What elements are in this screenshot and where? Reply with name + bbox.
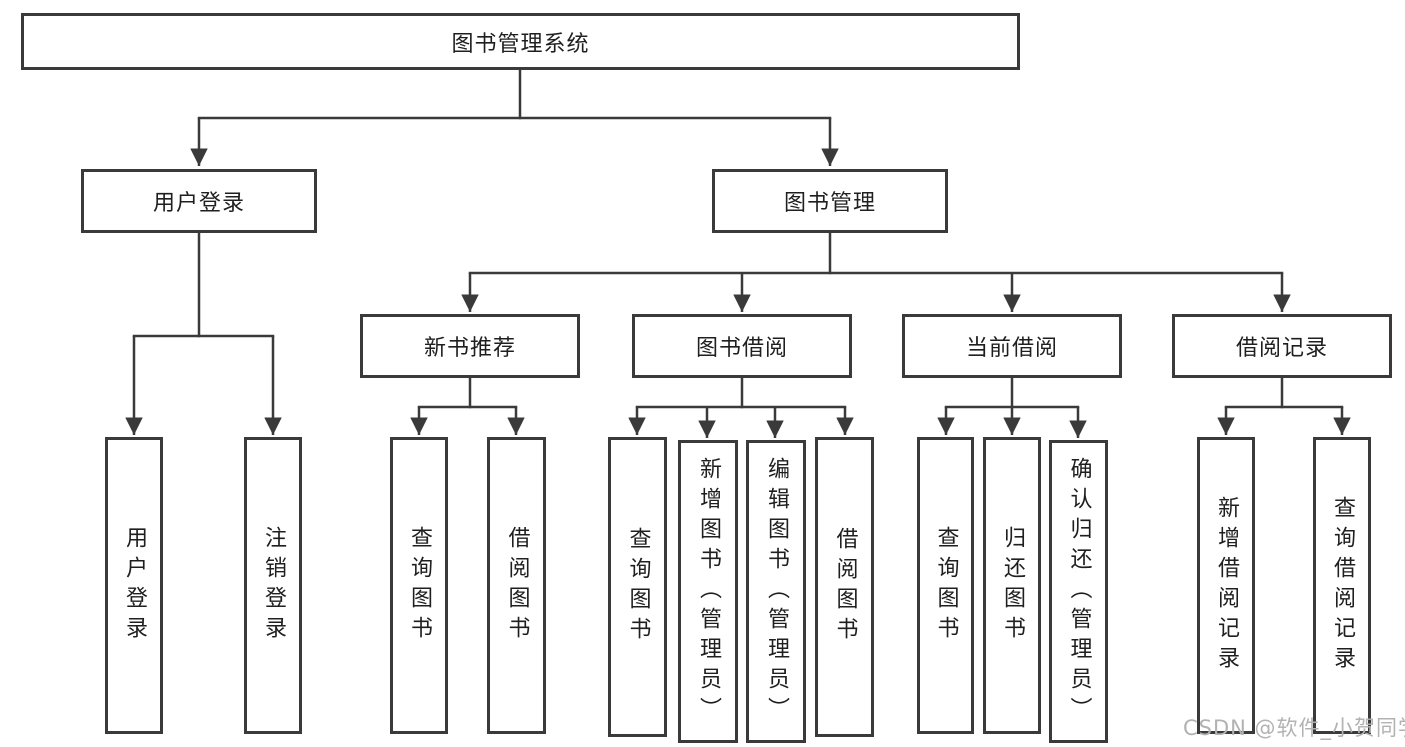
- node-current-borrowing: 当前借阅: [902, 314, 1122, 378]
- node-label: 注销登录: [261, 525, 286, 646]
- node-query-books-current: 查询图书: [917, 437, 974, 734]
- node-label: 当前借阅: [965, 336, 1058, 361]
- node-label: 查询图书: [933, 525, 959, 646]
- node-label: 图书管理系统: [451, 31, 590, 57]
- node-label: 借阅图书: [504, 525, 530, 646]
- node-label: 编辑图书（管理员）: [764, 456, 789, 727]
- node-add-borrow-record: 新增借阅记录: [1197, 437, 1255, 734]
- node-borrow-books-recommend: 借阅图书: [487, 437, 546, 734]
- node-label: 图书管理: [783, 191, 876, 216]
- node-label: 查询图书: [625, 527, 651, 647]
- node-label: 查询借阅记录: [1330, 495, 1355, 676]
- node-new-book-recommend: 新书推荐: [360, 314, 580, 378]
- node-user-login-leaf: 用户登录: [105, 437, 163, 734]
- node-label: 确认归还（管理员）: [1066, 456, 1092, 727]
- node-book-borrowing: 图书借阅: [632, 314, 852, 378]
- node-label: 新增图书（管理员）: [696, 456, 721, 727]
- node-label: 新书推荐: [423, 336, 516, 361]
- node-query-books-recommend: 查询图书: [390, 437, 448, 734]
- node-label: 图书借阅: [695, 336, 788, 361]
- node-confirm-return-admin: 确认归还（管理员）: [1049, 440, 1108, 743]
- node-edit-books-admin: 编辑图书（管理员）: [746, 440, 806, 743]
- node-return-books: 归还图书: [983, 437, 1041, 734]
- node-label: 查询图书: [407, 525, 432, 646]
- node-label: 借阅图书: [832, 527, 858, 647]
- node-query-books-borrowing: 查询图书: [608, 437, 667, 737]
- node-library-management-system: 图书管理系统: [21, 13, 1020, 70]
- node-label: 归还图书: [1000, 525, 1025, 646]
- node-add-books-admin: 新增图书（管理员）: [678, 440, 738, 743]
- node-user-login-branch: 用户登录: [81, 169, 317, 233]
- node-book-management: 图书管理: [712, 169, 948, 233]
- node-borrow-books: 借阅图书: [815, 437, 874, 737]
- node-label: 借阅记录: [1235, 336, 1328, 361]
- node-label: 新增借阅记录: [1214, 495, 1239, 676]
- node-borrow-records: 借阅记录: [1172, 314, 1392, 378]
- node-label: 用户登录: [122, 525, 147, 646]
- node-logout: 注销登录: [244, 437, 302, 734]
- node-label: 用户登录: [152, 191, 245, 216]
- watermark-text: CSDN @软件_小贺同学: [1183, 716, 1405, 740]
- node-query-borrow-record: 查询借阅记录: [1313, 437, 1371, 734]
